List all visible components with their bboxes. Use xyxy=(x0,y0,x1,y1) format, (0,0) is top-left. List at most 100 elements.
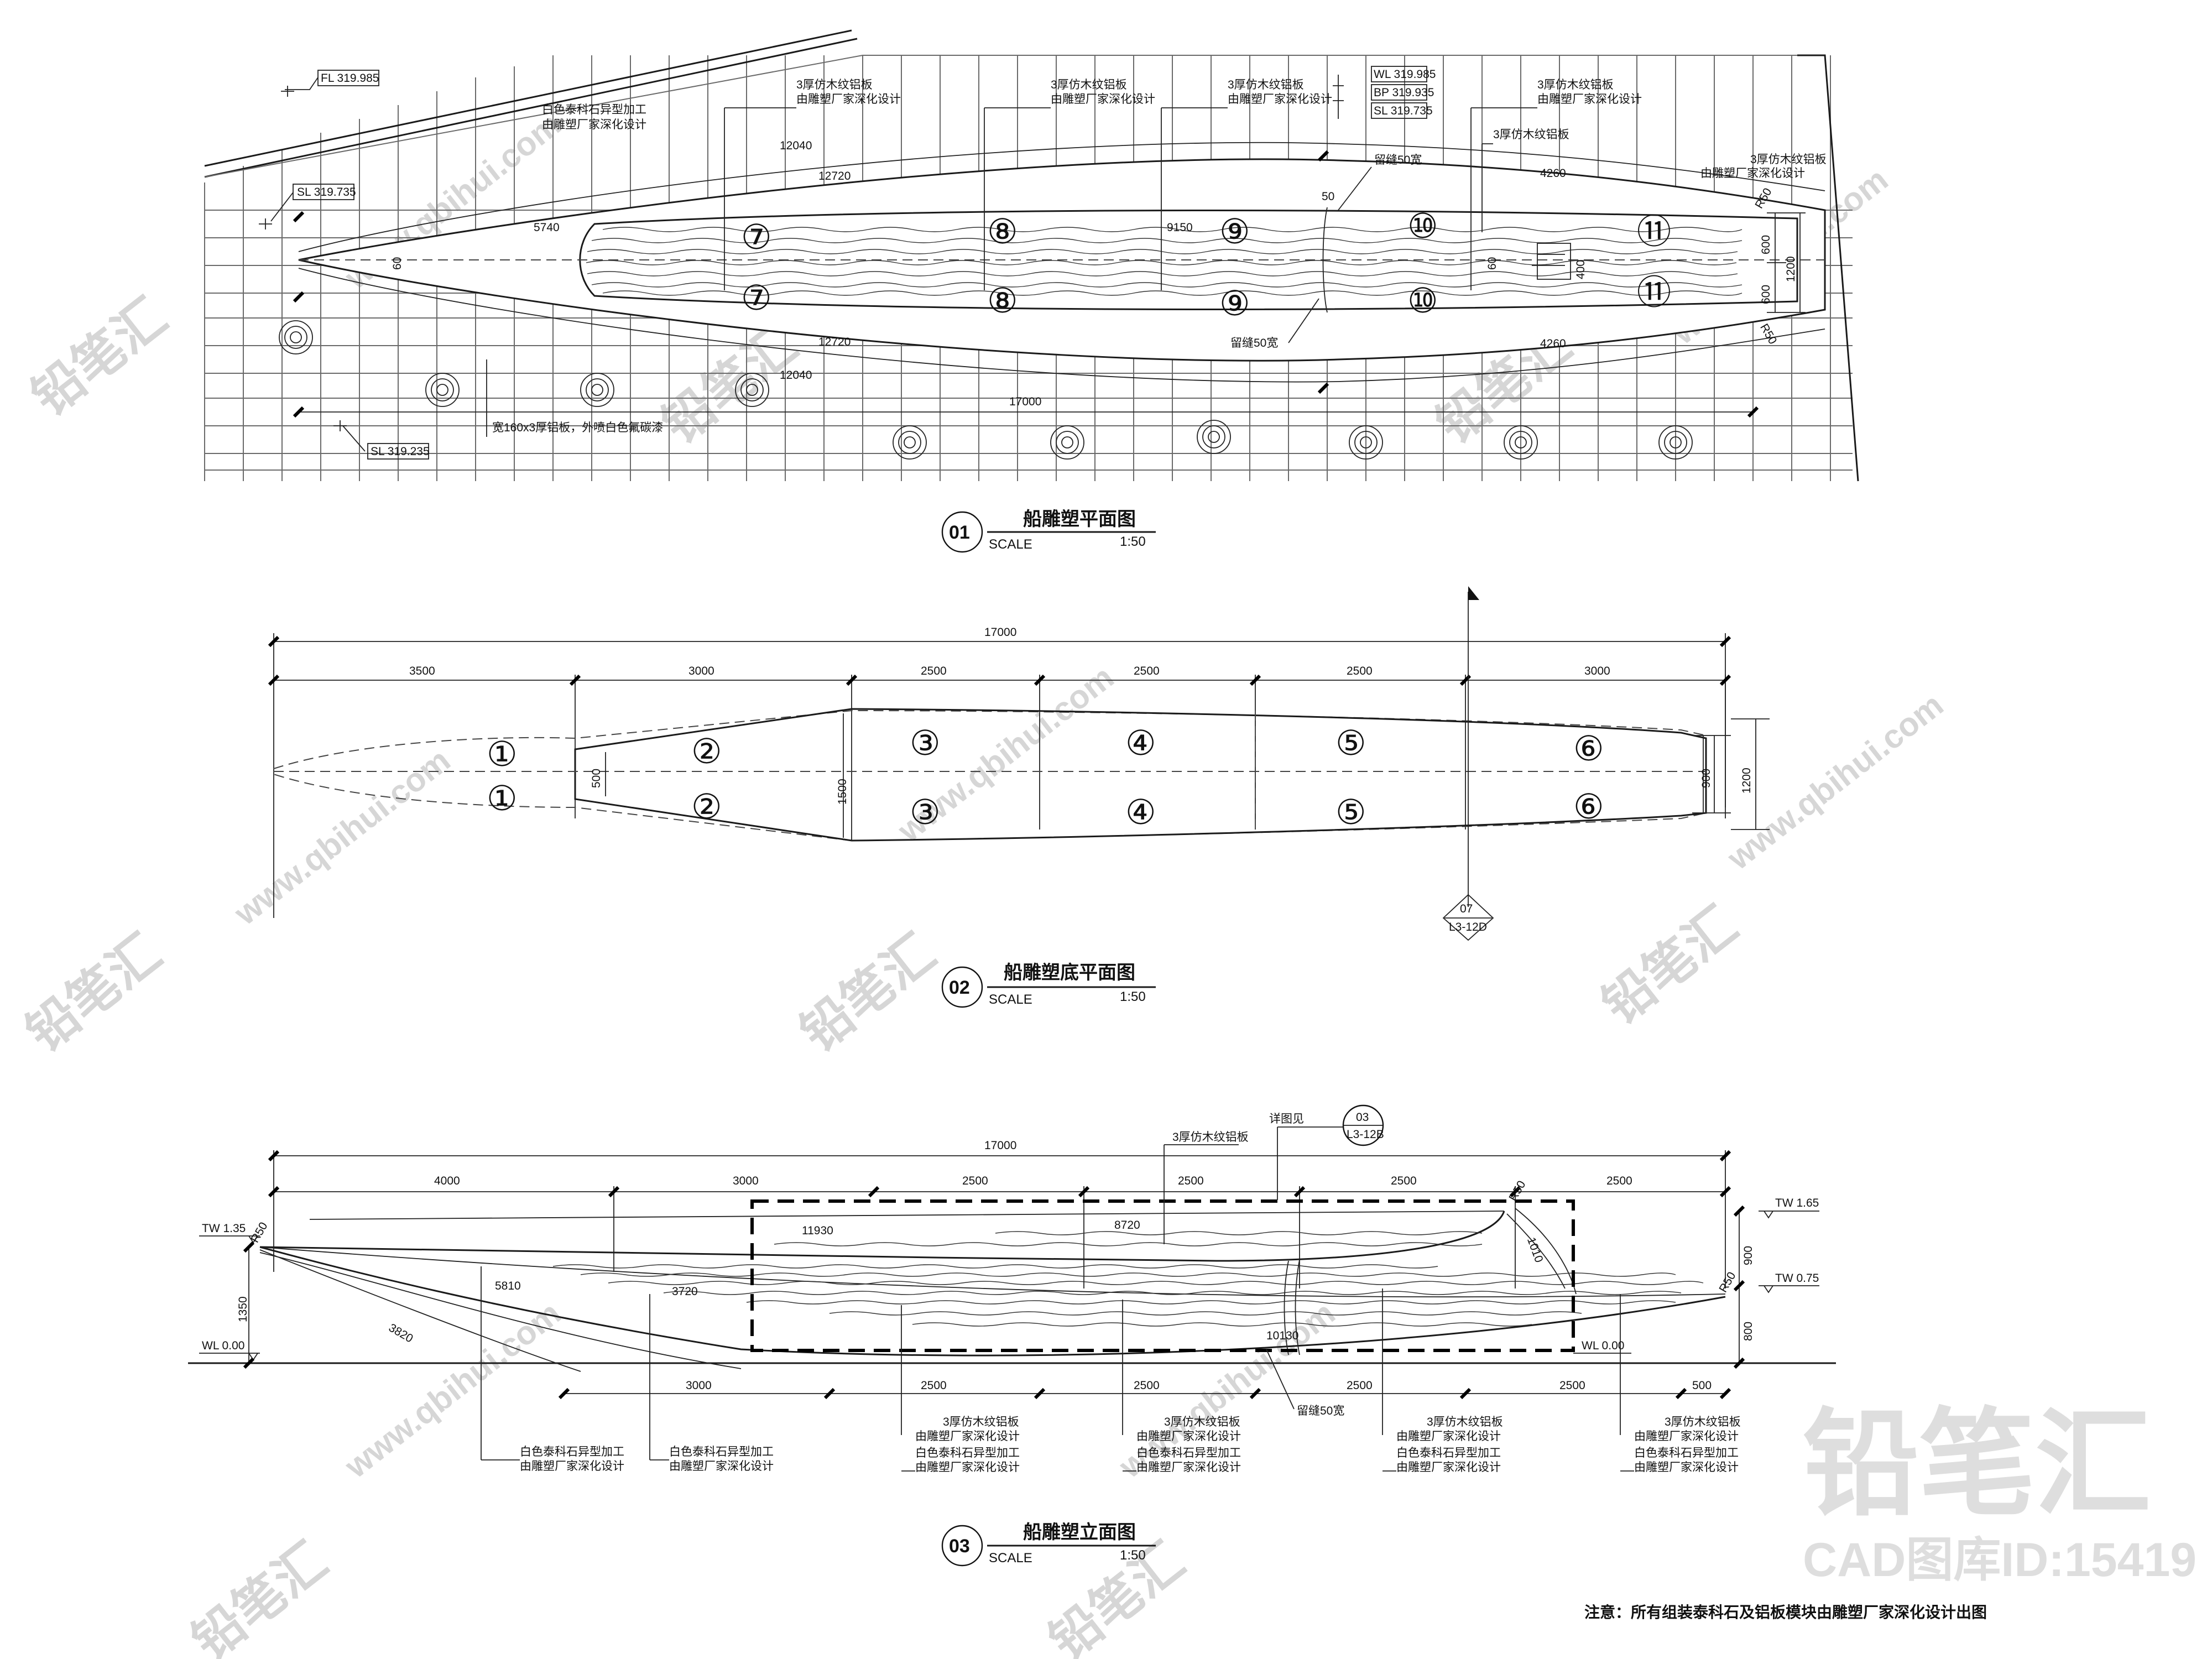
note-white-stone: 白色泰科石异型加工 xyxy=(542,103,646,116)
scale-label: SCALE xyxy=(989,1551,1032,1566)
section-ref: L3-12D xyxy=(1449,921,1487,933)
watermark-brand: 铅笔汇 xyxy=(182,1532,337,1659)
title-block-03: 03 船雕塑立面图 SCALE 1:50 xyxy=(941,1522,1156,1567)
dim-label: 2500 xyxy=(1391,1175,1417,1187)
scale-value: 1:50 xyxy=(1120,534,1146,549)
panel-number: ⑧ xyxy=(987,282,1018,320)
woodgrain-hatch xyxy=(586,227,1743,296)
dim-label: 1500 xyxy=(836,779,849,805)
note-white-stone: 白色泰科石异型加工 xyxy=(1634,1447,1739,1459)
note-maker: 由雕塑厂家深化设计 xyxy=(1634,1461,1739,1474)
note-gap-bottom: 留缝50宽 xyxy=(1230,337,1278,349)
watermark-brand: 铅笔汇 xyxy=(17,924,171,1062)
dim-label: 600 xyxy=(1760,285,1772,304)
dim-label: 800 xyxy=(1742,1322,1755,1341)
detail-ref-sheet: L3-12B xyxy=(1347,1128,1384,1141)
note-maker: 由雕塑厂家深化设计 xyxy=(1136,1461,1241,1474)
panel-number: ⑪ xyxy=(1637,213,1671,251)
note-white-stone: 白色泰科石异型加工 xyxy=(669,1446,774,1458)
level-tw-high: TW 1.65 xyxy=(1775,1197,1819,1209)
note-white-stone: 白色泰科石异型加工 xyxy=(915,1447,1020,1459)
note-woodgrain: 3厚仿木纹铝板 xyxy=(1537,79,1614,91)
note-maker: 由雕塑厂家深化设计 xyxy=(796,93,901,106)
dim-label: 4260 xyxy=(1540,167,1566,180)
panel-number: ⑪ xyxy=(1637,274,1671,312)
drawing-03-elevation: 17000 4000 3000 2500 2500 2500 2500 xyxy=(188,1104,1836,1567)
boat-elevation-hull xyxy=(259,1208,1726,1372)
panel-number: ② xyxy=(691,788,722,826)
dim-label: 4000 xyxy=(434,1175,460,1187)
panel-number: ⑦ xyxy=(741,218,772,257)
panel-number: ③ xyxy=(910,724,941,763)
note-woodgrain: 3厚仿木纹铝板 xyxy=(1164,1416,1240,1428)
dim-label: 2500 xyxy=(1559,1379,1585,1392)
radius-label: 1010 xyxy=(1525,1235,1546,1264)
dim-label: 500 xyxy=(1692,1379,1712,1392)
note-woodgrain: 3厚仿木纹铝板 xyxy=(1750,153,1827,166)
note-white-stone: 白色泰科石异型加工 xyxy=(1396,1447,1501,1459)
dim-label: 5740 xyxy=(534,221,560,234)
panel-number: ⑦ xyxy=(741,279,772,317)
panel-number: ⑧ xyxy=(987,213,1018,251)
note-maker: 由雕塑厂家深化设计 xyxy=(1700,167,1805,180)
radius-label: 3720 xyxy=(672,1285,698,1298)
dim-label: R50 xyxy=(1717,1270,1738,1295)
panel-number: ⑩ xyxy=(1407,207,1438,246)
dim-label: 1350 xyxy=(237,1296,249,1322)
dim-label: 2500 xyxy=(1606,1175,1632,1187)
title-block-02: 02 船雕塑底平面图 SCALE 1:50 xyxy=(941,962,1156,1008)
watermark-brand-large: 铅笔汇 xyxy=(1803,1399,2151,1529)
note-woodgrain: 3厚仿木纹铝板 xyxy=(1665,1416,1741,1428)
note-maker: 由雕塑厂家深化设计 xyxy=(669,1460,774,1473)
watermark-brand: 铅笔汇 xyxy=(22,288,177,426)
dim-label: 12720 xyxy=(818,336,851,348)
note-maker: 由雕塑厂家深化设计 xyxy=(542,118,646,131)
detail-ref-number: 03 xyxy=(1356,1111,1369,1124)
dim-label: R50 xyxy=(1757,322,1779,347)
radius-label: 5810 xyxy=(495,1280,521,1292)
detail-ref-label: 详图见 xyxy=(1269,1113,1304,1125)
panel-number: ⑨ xyxy=(1219,213,1250,251)
dim-label: 12720 xyxy=(818,170,851,182)
radius-label: 8720 xyxy=(1114,1219,1140,1232)
level-markers: FL 319.985 SL 319.735 SL 319.235 WL 319.… xyxy=(259,66,1436,460)
note-woodgrain: 3厚仿木纹铝板 xyxy=(796,79,873,91)
scale-label: SCALE xyxy=(989,992,1032,1007)
detail-reference-03: 详图见 03 L3-12B 3厚仿木纹铝板 xyxy=(1164,1104,1384,1244)
note-woodgrain: 3厚仿木纹铝板 xyxy=(1228,79,1304,91)
level-sl-right: SL 319.735 xyxy=(1374,105,1433,117)
dim-label: 2500 xyxy=(1347,1379,1373,1392)
level-sl-top: SL 319.735 xyxy=(297,186,356,199)
dim-label: 2500 xyxy=(921,665,947,677)
dim-label: 17000 xyxy=(984,626,1016,639)
watermark-url: www.qbihui.com xyxy=(227,741,457,932)
dim-label: 2500 xyxy=(1178,1175,1204,1187)
level-fl: FL 319.985 xyxy=(321,72,379,85)
panel-number: ① xyxy=(487,735,518,774)
dim-label: 3000 xyxy=(688,665,714,677)
dim-label: 2500 xyxy=(1134,665,1160,677)
dim-label: 60 xyxy=(1486,257,1499,270)
boat-plan-outline xyxy=(298,142,1826,383)
elevation-woodgrain xyxy=(552,1231,1704,1327)
radius-label: 11930 xyxy=(802,1224,833,1237)
dim-label: 3000 xyxy=(733,1175,759,1187)
section-number: 07 xyxy=(1460,902,1473,915)
note-maker: 由雕塑厂家深化设计 xyxy=(1396,1430,1501,1443)
dim-label: 900 xyxy=(1700,769,1713,788)
note-maker: 由雕塑厂家深化设计 xyxy=(915,1461,1020,1474)
panel-number: ⑤ xyxy=(1335,724,1366,763)
radius-label: 10130 xyxy=(1266,1329,1298,1342)
drawing-title: 船雕塑底平面图 xyxy=(1004,962,1135,983)
footer-note: 注意：所有组装泰科石及铝板模块由雕塑厂家深化设计出图 xyxy=(1584,1603,1987,1621)
level-wl-right: WL 0.00 xyxy=(1582,1339,1624,1352)
panel-number: ⑥ xyxy=(1573,730,1604,768)
note-woodgrain: 3厚仿木纹铝板 xyxy=(1172,1131,1249,1144)
scale-value: 1:50 xyxy=(1120,1548,1146,1563)
note-aluminium-strip: 宽160x3厚铝板，外喷白色氟碳漆 xyxy=(492,421,663,434)
detail-box xyxy=(750,1199,1575,1352)
panel-number: ④ xyxy=(1125,794,1156,832)
dim-label: 12040 xyxy=(780,369,812,382)
dim-label: 2500 xyxy=(921,1379,947,1392)
